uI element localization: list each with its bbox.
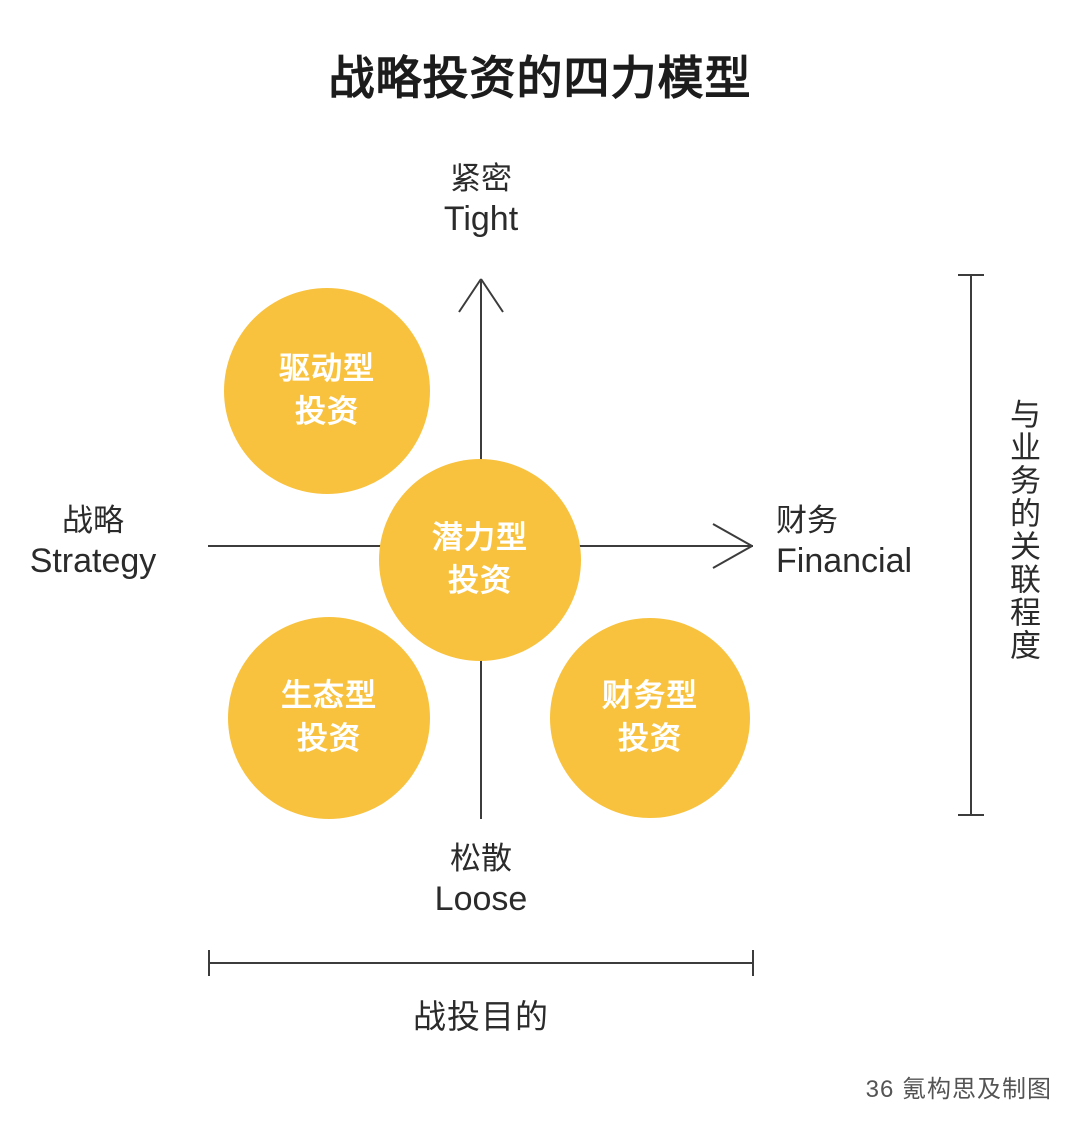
bubble-financial-line2: 投资 [618, 721, 682, 756]
axis-label-left-cn: 战略 [62, 503, 124, 538]
axis-label-bottom-cn: 松散 [450, 841, 512, 876]
bubble-financial-investment[interactable]: 财务型 投资 [550, 618, 750, 818]
axis-arrow-up-icon [455, 278, 507, 320]
axis-label-bottom: 松散 Loose [0, 840, 962, 921]
axis-label-bottom-en: Loose [434, 880, 528, 919]
vertical-bracket [958, 274, 984, 816]
page-title: 战略投资的四力模型 [328, 52, 752, 104]
vertical-bracket-bottom-cap [958, 814, 984, 816]
vertical-bracket-label: 与业务的关联程度 [1005, 398, 1040, 662]
bubble-driven-line2: 投资 [295, 394, 359, 429]
bubble-ecological-line1: 生态型 [281, 678, 377, 714]
axis-label-right-en: Financial [776, 542, 913, 581]
bubble-potential-line2: 投资 [448, 563, 512, 598]
bubble-driven-line1: 驱动型 [279, 351, 375, 387]
axis-label-top: 紧密 Tight [0, 160, 962, 241]
horizontal-bracket [208, 950, 754, 976]
axis-arrow-right-icon [712, 520, 754, 572]
bubble-driven-investment[interactable]: 驱动型 投资 [224, 288, 430, 494]
bubble-ecological-line2: 投资 [297, 721, 361, 756]
vertical-bracket-stem [970, 274, 972, 816]
axis-label-top-cn: 紧密 [450, 161, 512, 196]
bubble-financial-line1: 财务型 [602, 678, 698, 714]
horizontal-bracket-label: 战投目的 [413, 998, 549, 1035]
horizontal-bracket-stem [208, 962, 754, 964]
axis-label-left: 战略 Strategy [0, 502, 186, 583]
credit-text: 36 氪构思及制图 [865, 1076, 1052, 1103]
horizontal-bracket-right-cap [752, 950, 754, 976]
bubble-potential-line1: 潜力型 [432, 520, 528, 556]
axis-label-top-en: Tight [443, 200, 519, 239]
bubble-ecological-investment[interactable]: 生态型 投资 [228, 617, 430, 819]
axis-label-right: 财务 Financial [776, 502, 976, 583]
axis-label-left-en: Strategy [29, 542, 157, 581]
bubble-potential-investment[interactable]: 潜力型 投资 [379, 459, 581, 661]
axis-label-right-cn: 财务 [776, 503, 838, 538]
